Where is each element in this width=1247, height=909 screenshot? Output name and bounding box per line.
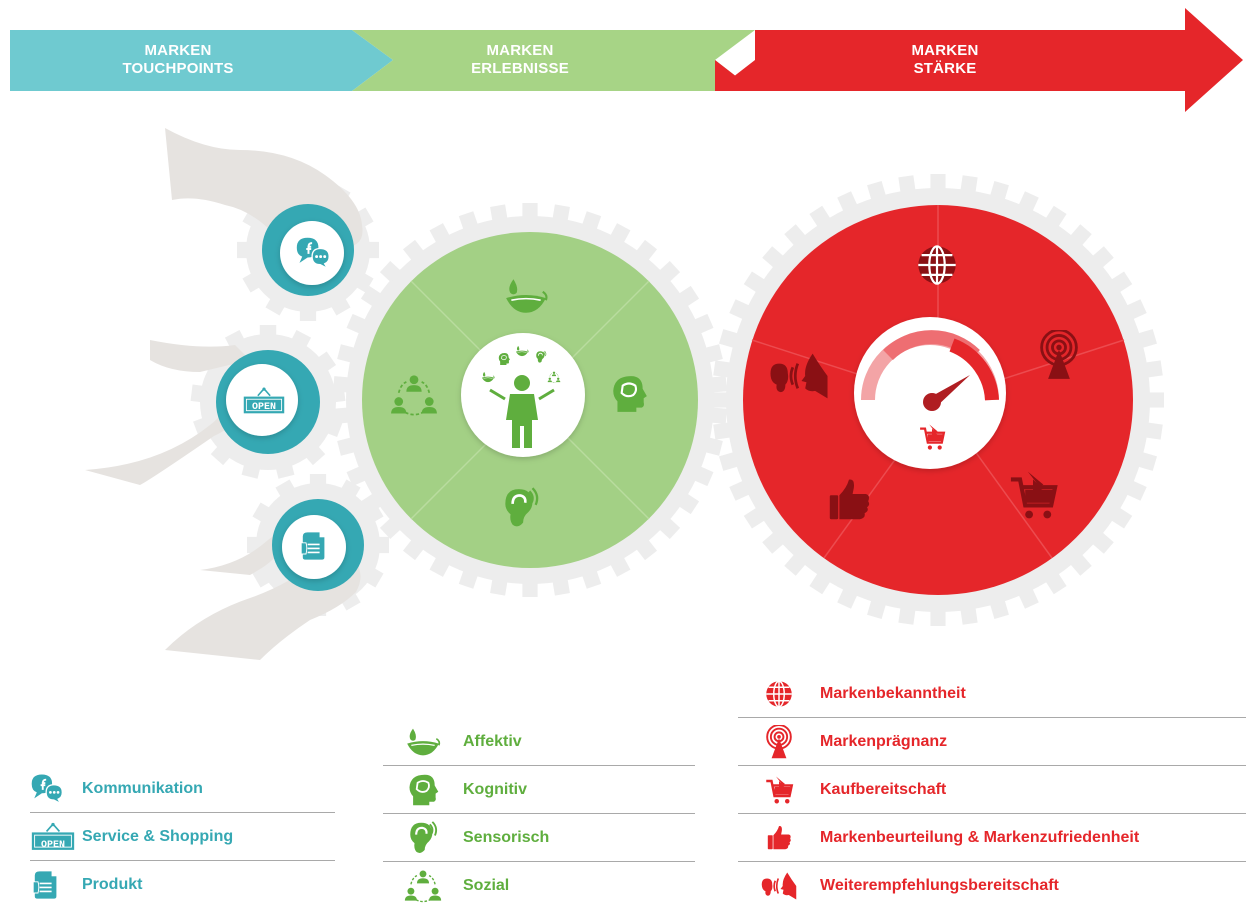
legend-label: Markenbekanntheit bbox=[820, 684, 966, 702]
legend-label: Kaufbereitschaft bbox=[820, 780, 947, 798]
speaking-ear-icon bbox=[760, 871, 798, 900]
legend-label: Sozial bbox=[463, 876, 510, 894]
header-touchpoints-label: MARKEN TOUCHPOINTS bbox=[122, 42, 234, 77]
legend-item-produkt: Produkt bbox=[30, 861, 335, 908]
facebook-chat-icon bbox=[30, 773, 64, 804]
cart-icon bbox=[764, 774, 794, 805]
legend-item-service-shopping: OPEN Service & Shopping bbox=[30, 813, 335, 861]
signal-tower-icon bbox=[766, 724, 792, 759]
globe-icon bbox=[765, 680, 793, 707]
open-sign-text: OPEN bbox=[252, 402, 276, 413]
staerke-gear bbox=[743, 205, 1133, 595]
arrow-segment-staerke bbox=[715, 8, 1243, 112]
legend-staerke: Markenbekanntheit Markenprägnanz Kaufber… bbox=[738, 670, 1246, 909]
open-sign-legend-text: OPEN bbox=[41, 840, 65, 851]
legend-item-kaufbereitschaft: Kaufbereitschaft bbox=[738, 766, 1246, 814]
legend-label: Weiterempfehlungsbereitschaft bbox=[820, 876, 1059, 894]
legend-item-markenpraegnanz: Markenprägnanz bbox=[738, 718, 1246, 766]
product-icon bbox=[32, 870, 58, 899]
ear-icon bbox=[409, 820, 438, 854]
legend-label: Affektiv bbox=[463, 732, 522, 750]
legend-label: Produkt bbox=[82, 875, 143, 893]
speedometer-icon bbox=[861, 330, 999, 451]
legend-item-markenbekanntheit: Markenbekanntheit bbox=[738, 670, 1246, 718]
legend-item-affektiv: Affektiv bbox=[383, 718, 695, 766]
legend-item-weiterempfehlung: Weiterempfehlungsbereitschaft bbox=[738, 862, 1246, 909]
legend-touchpoints: Kommunikation OPEN Service & Shopping Pr… bbox=[30, 765, 335, 908]
header-arrow bbox=[10, 8, 1243, 112]
markenbekanntheit-icon bbox=[917, 245, 957, 285]
thumbs-up-icon bbox=[767, 825, 791, 849]
legend-item-kommunikation: Kommunikation bbox=[30, 765, 335, 813]
gear-service-shopping: OPEN bbox=[216, 350, 320, 454]
open-sign-icon: OPEN bbox=[30, 821, 76, 851]
gear-kommunikation bbox=[262, 204, 354, 296]
touchpoint-gears: OPEN bbox=[216, 204, 364, 591]
legend-item-sozial: Sozial bbox=[383, 862, 695, 909]
arrow-segment-touchpoints bbox=[10, 30, 393, 91]
people-icon bbox=[404, 869, 442, 902]
arrow-segment-erlebnisse bbox=[352, 30, 755, 91]
legend-item-kognitiv: Kognitiv bbox=[383, 766, 695, 814]
header-staerke-label: MARKEN STÄRKE bbox=[911, 42, 979, 77]
legend-label: Kommunikation bbox=[82, 779, 203, 797]
header-erlebnisse-label: MARKEN ERLEBNISSE bbox=[471, 42, 569, 77]
legend-label: Markenprägnanz bbox=[820, 732, 948, 750]
legend-label: Sensorisch bbox=[463, 828, 550, 846]
legend-erlebnisse: Affektiv Kognitiv Sensorisch Sozial bbox=[383, 718, 695, 909]
gear-produkt bbox=[272, 499, 364, 591]
center-person-icon bbox=[481, 345, 561, 448]
erlebnisse-gear bbox=[362, 232, 698, 568]
legend-item-sensorisch: Sensorisch bbox=[383, 814, 695, 862]
legend-label: Service & Shopping bbox=[82, 827, 234, 845]
legend-item-markenbeurteilung: Markenbeurteilung & Markenzufriedenheit bbox=[738, 814, 1246, 862]
legend-label: Markenbeurteilung & Markenzufriedenheit bbox=[820, 828, 1140, 846]
legend-label: Kognitiv bbox=[463, 780, 527, 798]
head-icon bbox=[408, 773, 440, 806]
smile-icon bbox=[406, 727, 441, 756]
